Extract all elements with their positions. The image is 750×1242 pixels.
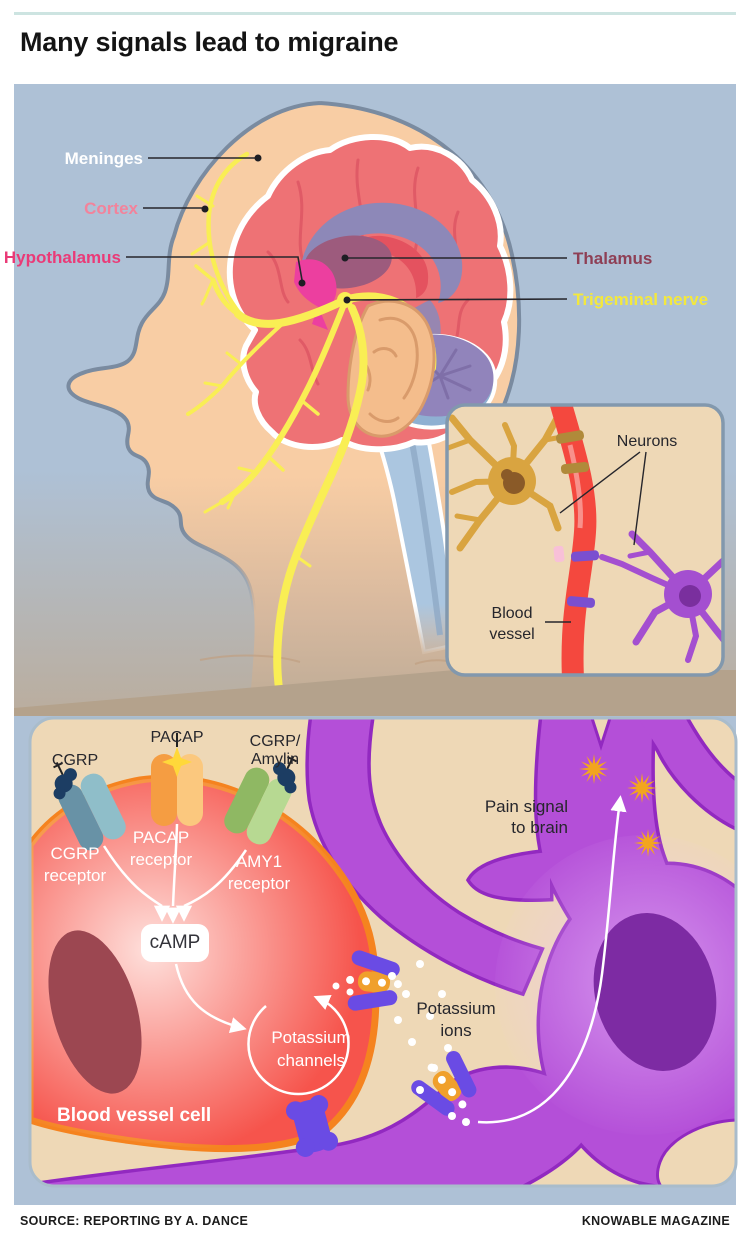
label-trigeminal-nerve: Trigeminal nerve xyxy=(573,290,709,309)
potassium-ion-dots xyxy=(332,960,470,1126)
vessel-receptor-bands xyxy=(553,430,600,608)
label-ligand-cgrp-amylin: CGRP/ Amylin xyxy=(249,733,301,768)
cell-nucleus xyxy=(48,930,142,1094)
corpus-callosum xyxy=(299,202,463,303)
label-pain-signal: Pain signal to brain xyxy=(484,797,568,837)
hypothalamus-shape xyxy=(294,259,337,330)
label-neurons: Neurons xyxy=(616,433,678,450)
cell-panel xyxy=(28,716,738,1188)
amy1-receptor-icon xyxy=(224,756,297,845)
ground-band xyxy=(14,670,736,716)
neurons-pointer-lines xyxy=(559,451,647,546)
panel-border xyxy=(28,716,738,1188)
inset-border xyxy=(445,403,725,677)
label-meninges: Meninges xyxy=(64,149,143,168)
label-thalamus: Thalamus xyxy=(573,249,653,268)
label-hypothalamus: Hypothalamus xyxy=(3,248,121,267)
label-ligand-pacap: PACAP xyxy=(150,729,204,746)
label-cortex: Cortex xyxy=(84,199,138,218)
label-amy1-receptor: AMY1 receptor xyxy=(227,852,291,893)
signal-converge-lines xyxy=(102,823,248,924)
label-potassium-channels: Potassium channels xyxy=(271,1028,351,1070)
pacap-ligand-icon xyxy=(162,747,192,777)
purple-neuron-nucleus xyxy=(679,585,701,607)
neuron-nucleus xyxy=(593,913,717,1071)
camp-box xyxy=(141,924,209,962)
pacap-receptor-icon xyxy=(151,733,203,826)
cgrp-ligand-icon xyxy=(53,768,77,800)
label-camp: cAMP xyxy=(149,932,201,953)
head-pointer-lines xyxy=(126,157,568,301)
label-ligand-cgrp: CGRP xyxy=(51,752,99,769)
camp-to-channels-arrow xyxy=(174,963,247,1033)
page-title: Many signals lead to migraine xyxy=(20,27,399,57)
blood-vessel-shape xyxy=(549,405,597,675)
label-pacap-receptor: PACAP receptor xyxy=(129,828,193,869)
amylin-ligand-icon xyxy=(273,762,297,794)
head-pointer-dots xyxy=(201,154,351,304)
neuron-notch xyxy=(588,718,614,751)
top-accent-rule xyxy=(14,12,736,15)
ear xyxy=(346,299,436,438)
footer-source: SOURCE: REPORTING BY A. DANCE xyxy=(20,1214,249,1228)
label-blood-vessel-cell: Blood vessel cell xyxy=(57,1105,212,1126)
corner-island xyxy=(655,1118,736,1186)
footer-brand: KNOWABLE MAGAZINE xyxy=(581,1214,730,1228)
label-cgrp-receptor: CGRP receptor xyxy=(43,844,107,885)
pain-signal-arrow xyxy=(477,795,627,1124)
label-blood-vessel: Blood vessel xyxy=(489,605,535,643)
label-potassium-ions: Potassium ions xyxy=(416,999,496,1040)
neurons-inset xyxy=(445,403,725,677)
cgrp-receptor-icon xyxy=(53,762,126,851)
channels-cycle-arrow xyxy=(247,995,350,1096)
